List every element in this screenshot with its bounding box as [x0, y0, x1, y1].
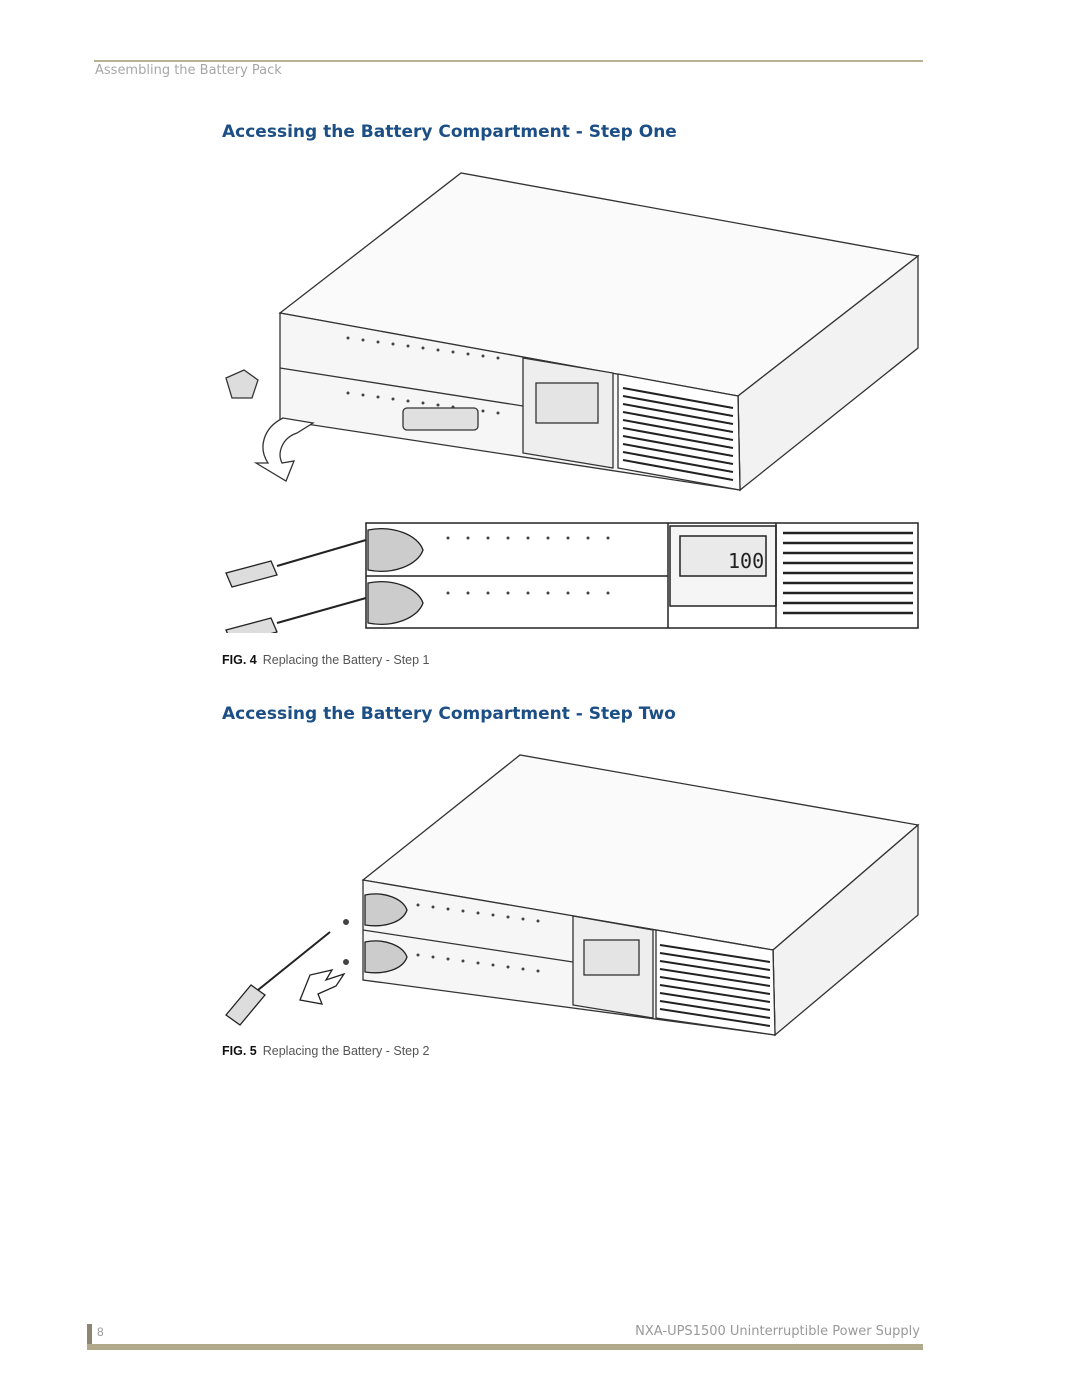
section-title-step-two: Accessing the Battery Compartment - Step…: [222, 704, 676, 724]
figure-4-caption-text: Replacing the Battery - Step 1: [262, 653, 430, 667]
footer-doc-title: NXA-UPS1500 Uninterruptible Power Supply: [635, 1324, 920, 1339]
footer-mark: [87, 1324, 92, 1349]
header-rule: [94, 60, 923, 62]
figure-4-label: FIG. 4: [222, 653, 257, 667]
running-head: Assembling the Battery Pack: [95, 63, 282, 78]
figure-4-illustration: 100: [225, 172, 920, 633]
figure-5-illustration: [225, 754, 920, 1037]
figure-4-caption: FIG. 4 Replacing the Battery - Step 1: [222, 653, 430, 667]
page-number: 8: [97, 1325, 104, 1339]
figure-5-caption: FIG. 5 Replacing the Battery - Step 2: [222, 1044, 430, 1058]
section-title-step-one: Accessing the Battery Compartment - Step…: [222, 122, 677, 142]
footer-rule: [87, 1344, 923, 1350]
figure-5-label: FIG. 5: [222, 1044, 257, 1058]
figure-5-caption-text: Replacing the Battery - Step 2: [262, 1044, 430, 1058]
lcd-readout: 100: [728, 549, 764, 573]
